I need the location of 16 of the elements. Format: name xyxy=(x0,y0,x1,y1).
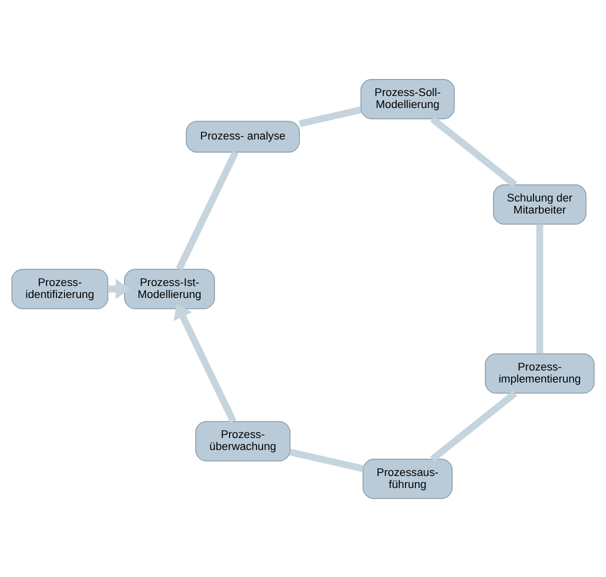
connector xyxy=(430,116,518,187)
connector xyxy=(176,150,238,270)
node-box: Prozess-Soll- Modellierung xyxy=(360,78,455,119)
node-box: Prozess- überwachung xyxy=(195,420,290,461)
connector xyxy=(298,106,362,127)
arrow xyxy=(174,303,236,422)
node-box: Prozessaus- führung xyxy=(362,458,453,498)
node-box: Prozess- identifizierung xyxy=(11,268,108,309)
node-box: Schulung der Mitarbeiter xyxy=(493,184,586,224)
connector xyxy=(536,224,544,354)
node-box: Prozess- implementierung xyxy=(484,352,595,394)
connector xyxy=(430,390,518,462)
node-box: Prozess- analyse xyxy=(186,120,300,152)
node-box: Prozess-Ist- Modellierung xyxy=(124,268,215,309)
arrow xyxy=(108,278,130,299)
connector xyxy=(289,448,364,472)
